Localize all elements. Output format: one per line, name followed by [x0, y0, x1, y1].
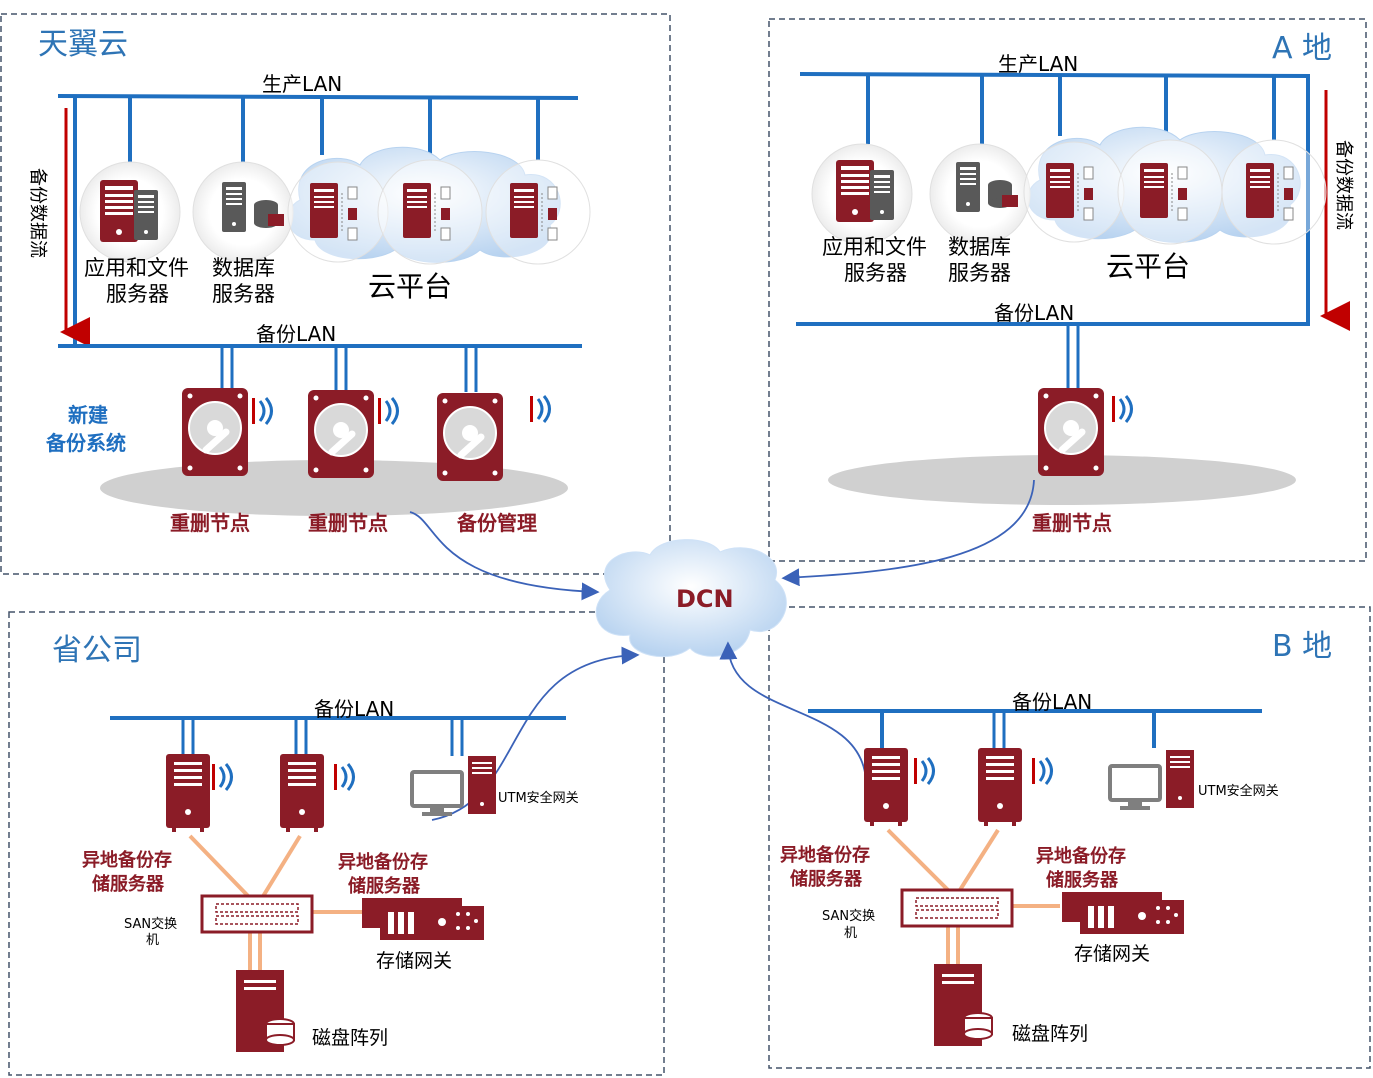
storage-gateway-icon [362, 898, 484, 940]
backup-lan-label: 备份LAN [256, 322, 336, 346]
dedup-label-a: 重删节点 [1032, 511, 1112, 535]
disk-array-label: 磁盘阵列 [312, 1027, 388, 1049]
dedup-label-1: 重删节点 [170, 511, 250, 535]
remote-backup-server-icon [864, 748, 908, 826]
san-label-1: SAN交换 [822, 908, 875, 924]
b-section: 备份LAN UTM安全网关 异地备份存 储服务器 异地备份存 储服务器 SAN交… [780, 690, 1279, 1047]
region-b-title: B 地 [1272, 629, 1332, 664]
remote-label-2: 储服务器 [347, 875, 421, 897]
cloud-server-icon [402, 182, 451, 241]
utm-gateway-icon [410, 754, 498, 818]
province-section: 备份LAN UTM安全网关 异地备份存 储服务器 异地备份存 储服务器 SAN交… [82, 697, 579, 1053]
utm-gateway-icon [1108, 748, 1196, 812]
tianyi-section: 生产LAN 备份数据流 应用和文件 服务器 数据库 服务器 云平台 [27, 72, 591, 535]
remote-backup-server-icon [166, 754, 210, 832]
db-server-icon [956, 162, 980, 212]
cloud-server-icon [509, 182, 558, 241]
remote-label-1: 异地备份存 [338, 851, 428, 873]
new-backup-label-2: 备份系统 [45, 431, 126, 455]
prod-lan-label: 生产LAN [998, 52, 1078, 76]
remote-backup-server-icon [280, 754, 324, 832]
prod-lan-label: 生产LAN [262, 72, 342, 96]
app-server-icon [100, 180, 138, 242]
a-section: 生产LAN 备份数据流 应用和文件 服务器 数据库 服务器 云平台 备份LAN [796, 52, 1354, 535]
remote-label-1: 异地备份存 [82, 849, 172, 871]
db-server-icon [222, 182, 246, 232]
san-switch-icon [200, 894, 314, 934]
storage-gateway-label: 存储网关 [1074, 943, 1150, 965]
app-file-label-1: 应用和文件 [822, 235, 927, 259]
cloud-server-icon [309, 182, 358, 241]
backup-mgmt-label: 备份管理 [456, 511, 537, 535]
disk-array-icon [933, 963, 993, 1047]
db-label-2: 服务器 [948, 261, 1011, 285]
remote-label-1: 异地备份存 [1036, 845, 1126, 867]
region-b-border [768, 606, 1371, 1069]
dcn-label: DCN [676, 585, 734, 613]
san-label-2: 机 [146, 933, 159, 948]
remote-backup-server-icon [978, 748, 1022, 826]
region-province-title: 省公司 [52, 633, 142, 668]
utm-label: UTM安全网关 [498, 790, 579, 806]
cloud-server-icon [1045, 162, 1094, 221]
disk-array-label: 磁盘阵列 [1012, 1023, 1088, 1045]
dedup-node-icon [1038, 388, 1104, 476]
disk-array-icon [235, 969, 295, 1053]
remote-label-2: 储服务器 [1045, 869, 1119, 891]
cloud-platform-label: 云平台 [1106, 250, 1190, 283]
backup-lan-label: 备份LAN [994, 301, 1074, 325]
storage-gateway-label: 存储网关 [376, 950, 452, 972]
region-province-border [8, 611, 665, 1076]
dcn-cloud: DCN [595, 539, 787, 658]
new-backup-label-1: 新建 [68, 403, 108, 427]
dedup-label-2: 重删节点 [308, 511, 388, 535]
db-label-1: 数据库 [212, 256, 275, 280]
backup-lan-label: 备份LAN [314, 697, 394, 721]
backup-mgmt-icon [437, 393, 503, 481]
storage-gateway-icon [1062, 892, 1184, 934]
remote-label-2: 储服务器 [91, 873, 165, 895]
app-server-icon [836, 160, 874, 222]
utm-label: UTM安全网关 [1198, 783, 1279, 799]
backup-flow-label: 备份数据流 [1333, 140, 1354, 230]
remote-label-1: 异地备份存 [780, 844, 870, 866]
backup-lan-label: 备份LAN [1012, 690, 1092, 714]
dedup-node-icon [308, 390, 374, 478]
region-tianyi-border [0, 13, 671, 575]
app-file-label-2: 服务器 [106, 282, 169, 306]
cloud-platform-label: 云平台 [368, 270, 452, 303]
app-file-label-1: 应用和文件 [84, 256, 189, 280]
region-a-title: A 地 [1272, 31, 1332, 66]
cloud-server-icon [1139, 162, 1188, 221]
san-switch-icon [900, 888, 1014, 928]
remote-label-2: 储服务器 [789, 868, 863, 890]
san-label-1: SAN交换 [124, 916, 177, 932]
cloud-server-icon [1245, 162, 1294, 221]
san-label-2: 机 [844, 926, 857, 941]
db-label-1: 数据库 [948, 235, 1011, 259]
backup-flow-label: 备份数据流 [27, 168, 48, 258]
region-tianyi-title: 天翼云 [38, 27, 128, 62]
db-label-2: 服务器 [212, 282, 275, 306]
dedup-node-icon [182, 388, 248, 476]
app-file-label-2: 服务器 [844, 261, 907, 285]
